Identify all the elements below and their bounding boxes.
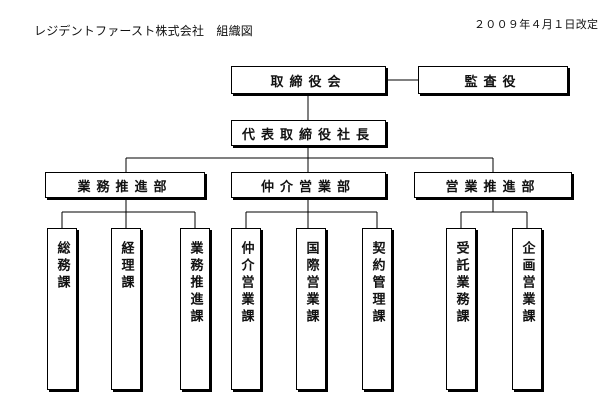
- section-box: 仲介営業課: [231, 228, 261, 390]
- section-label: 企画営業課: [519, 241, 535, 326]
- board-of-directors-box: 取締役会: [231, 66, 386, 94]
- president-box: 代表取締役社長: [231, 120, 386, 146]
- department-box: 仲介営業部: [231, 172, 386, 198]
- section-label: 業務推進課: [187, 241, 203, 326]
- revision-date: ２００９年４月１日改定: [474, 18, 599, 31]
- section-box: 契約管理課: [362, 228, 392, 390]
- auditor-box: 監査役: [418, 66, 568, 94]
- department-box: 営業推進部: [414, 172, 572, 198]
- section-label: 仲介営業課: [238, 241, 254, 326]
- section-label: 国際営業課: [303, 241, 319, 326]
- section-label: 総務課: [54, 241, 70, 292]
- section-box: 総務課: [47, 228, 77, 390]
- page-title: レジデントファースト株式会社 組織図: [34, 24, 254, 38]
- section-box: 企画営業課: [512, 228, 542, 390]
- section-box: 経理課: [111, 228, 141, 390]
- section-box: 国際営業課: [296, 228, 326, 390]
- section-box: 受託業務課: [446, 228, 476, 390]
- section-label: 受託業務課: [453, 241, 469, 326]
- section-label: 経理課: [118, 241, 134, 292]
- department-box: 業務推進部: [45, 172, 205, 198]
- section-label: 契約管理課: [369, 241, 385, 326]
- section-box: 業務推進課: [180, 228, 210, 390]
